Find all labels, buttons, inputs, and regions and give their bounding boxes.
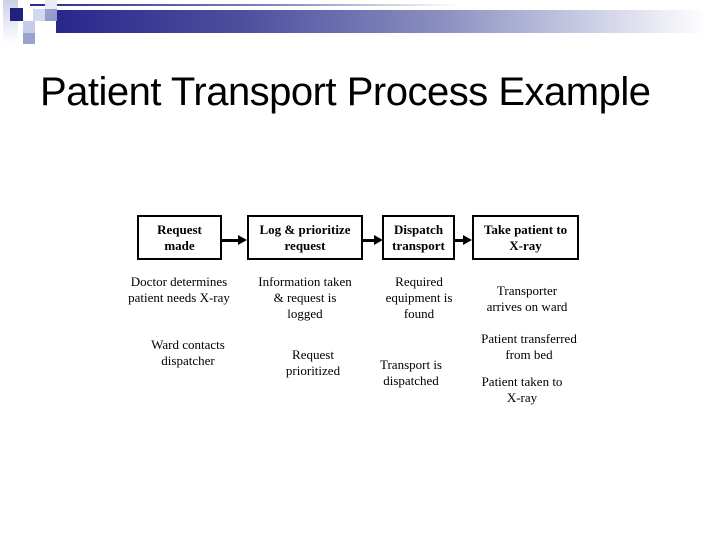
mosaic-square-dark <box>10 8 23 21</box>
note-transporter-arrives: Transporter arrives on ward <box>486 283 568 314</box>
note-request-prioritized: Request prioritized <box>285 347 341 378</box>
note-required-equipment: Required equipment is found <box>385 274 453 321</box>
process-box-log-prioritize: Log & prioritize request <box>247 215 363 260</box>
note-transport-dispatched: Transport is dispatched <box>379 357 442 388</box>
mosaic-square-medium-2 <box>23 33 35 44</box>
note-patient-taken: Patient taken to X-ray <box>481 374 563 405</box>
header-accent-line <box>30 4 460 6</box>
process-box-request-made: Request made <box>137 215 222 260</box>
process-box-take-patient: Take patient to X-ray <box>472 215 579 260</box>
slide-title: Patient Transport Process Example <box>40 70 651 114</box>
flow-arrow-icon <box>455 235 472 245</box>
flow-arrow-icon <box>222 235 247 245</box>
process-box-dispatch-transport: Dispatch transport <box>382 215 455 260</box>
flow-arrow-icon <box>363 235 383 245</box>
note-doctor-determines: Doctor determines patient needs X-ray <box>128 274 230 305</box>
note-ward-contacts: Ward contacts dispatcher <box>151 337 225 368</box>
note-information-taken: Information taken & request is logged <box>258 274 352 321</box>
mosaic-square-light-2 <box>23 21 35 33</box>
header-gradient-bar <box>56 10 720 33</box>
mosaic-square-light <box>33 9 45 21</box>
mosaic-square-medium <box>45 9 57 21</box>
mosaic-vertical-strip <box>3 0 18 44</box>
mosaic-square-verylight <box>45 0 57 9</box>
note-patient-transferred: Patient transferred from bed <box>481 331 577 362</box>
